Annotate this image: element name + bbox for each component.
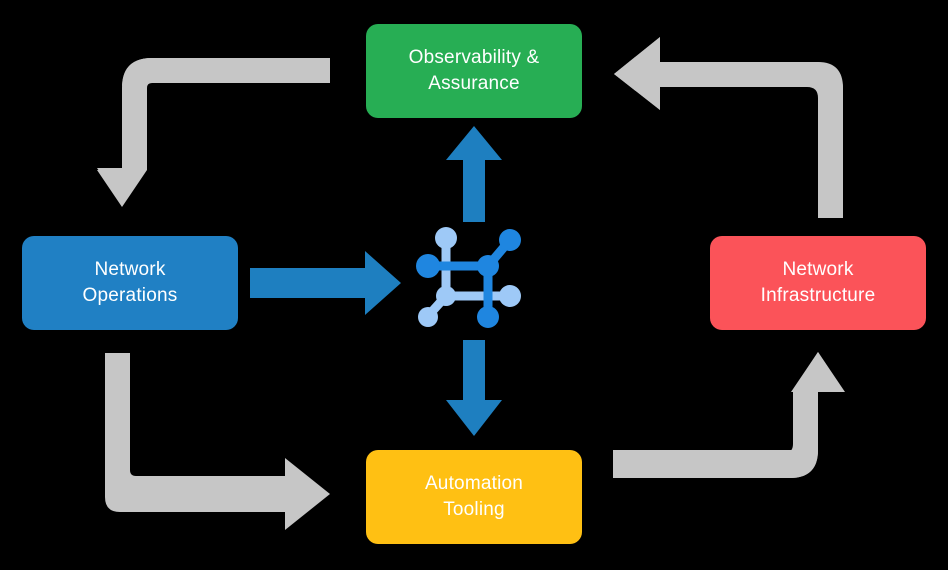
arrow-center-to-observability [446, 126, 502, 222]
topology-primary-nodes [416, 229, 521, 328]
node-automation-tooling[interactable]: Automation Tooling [366, 450, 582, 544]
arrow-center-to-automation [446, 340, 502, 436]
node-observability-assurance[interactable]: Observability & Assurance [366, 24, 582, 118]
arrow-automation-to-infrastructure [613, 352, 845, 478]
topology-secondary-nodes [418, 227, 521, 327]
arrow-operations-to-automation [105, 353, 330, 530]
node-network-operations[interactable]: Network Operations [22, 236, 238, 330]
arrow-infrastructure-to-observability [614, 37, 843, 218]
node-network-infrastructure[interactable]: Network Infrastructure [710, 236, 926, 330]
arrow-observability-to-operations [97, 58, 330, 207]
network-topology-icon [416, 227, 521, 328]
arrow-operations-to-center [250, 251, 401, 315]
